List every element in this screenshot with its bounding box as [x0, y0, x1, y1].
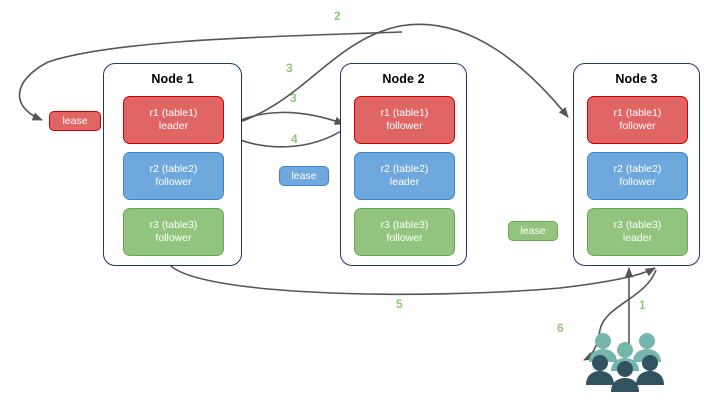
replica-name: r1 (table1)	[613, 107, 662, 119]
step-label-2: 2	[334, 9, 341, 23]
replica-role: follower	[155, 232, 192, 244]
lease-badge-table3[interactable]: lease	[508, 221, 558, 241]
replica-node1-r3[interactable]: r3 (table3) follower	[123, 208, 224, 256]
replica-name: r2 (table2)	[380, 163, 429, 175]
replica-role: follower	[386, 232, 423, 244]
node-container-node3[interactable]: Node 3 r1 (table1) follower r2 (table2) …	[573, 63, 700, 266]
replica-node2-r3[interactable]: r3 (table3) follower	[354, 208, 455, 256]
replica-name: r2 (table2)	[149, 163, 198, 175]
replica-role: follower	[619, 120, 656, 132]
lease-badge-table2[interactable]: lease	[279, 166, 329, 186]
step-label-4: 4	[291, 132, 298, 146]
replica-role: follower	[386, 120, 423, 132]
users-group-icon-svg	[586, 333, 664, 392]
replica-name: r1 (table1)	[380, 107, 429, 119]
node-title-node3: Node 3	[615, 72, 658, 86]
replica-role: follower	[619, 176, 656, 188]
step-label-1: 1	[639, 298, 646, 312]
replica-node3-r2[interactable]: r2 (table2) follower	[587, 152, 688, 200]
replica-node1-r1[interactable]: r1 (table1) leader	[123, 96, 224, 144]
replica-name: r3 (table3)	[149, 219, 198, 231]
replica-name: r3 (table3)	[380, 219, 429, 231]
step-label-3b: 3	[290, 91, 297, 105]
replica-node2-r1[interactable]: r1 (table1) follower	[354, 96, 455, 144]
replica-name: r3 (table3)	[613, 219, 662, 231]
node-title-node2: Node 2	[382, 72, 425, 86]
edge-step-4	[225, 127, 347, 148]
step-label-5: 5	[396, 297, 403, 311]
node-title-node1: Node 1	[151, 72, 194, 86]
replica-role: follower	[155, 176, 192, 188]
lease-badge-table1[interactable]: lease	[49, 111, 101, 131]
edge-step-3-short	[223, 111, 345, 129]
replica-name: r2 (table2)	[613, 163, 662, 175]
replica-role: leader	[158, 120, 189, 132]
replica-node1-r2[interactable]: r2 (table2) follower	[123, 152, 224, 200]
step-label-3a: 3	[286, 61, 293, 75]
replica-node3-r3[interactable]: r3 (table3) leader	[587, 208, 688, 256]
node-container-node1[interactable]: Node 1 r1 (table1) leader r2 (table2) fo…	[103, 63, 242, 266]
replica-name: r1 (table1)	[149, 107, 198, 119]
step-label-6: 6	[557, 321, 564, 335]
replica-node2-r2[interactable]: r2 (table2) leader	[354, 152, 455, 200]
edge-step-5	[169, 264, 656, 296]
replica-role: leader	[389, 176, 420, 188]
replica-node3-r1[interactable]: r1 (table1) follower	[587, 96, 688, 144]
replica-role: leader	[622, 232, 653, 244]
node-container-node2[interactable]: Node 2 r1 (table1) follower r2 (table2) …	[340, 63, 467, 266]
users-group-icon	[586, 330, 664, 392]
